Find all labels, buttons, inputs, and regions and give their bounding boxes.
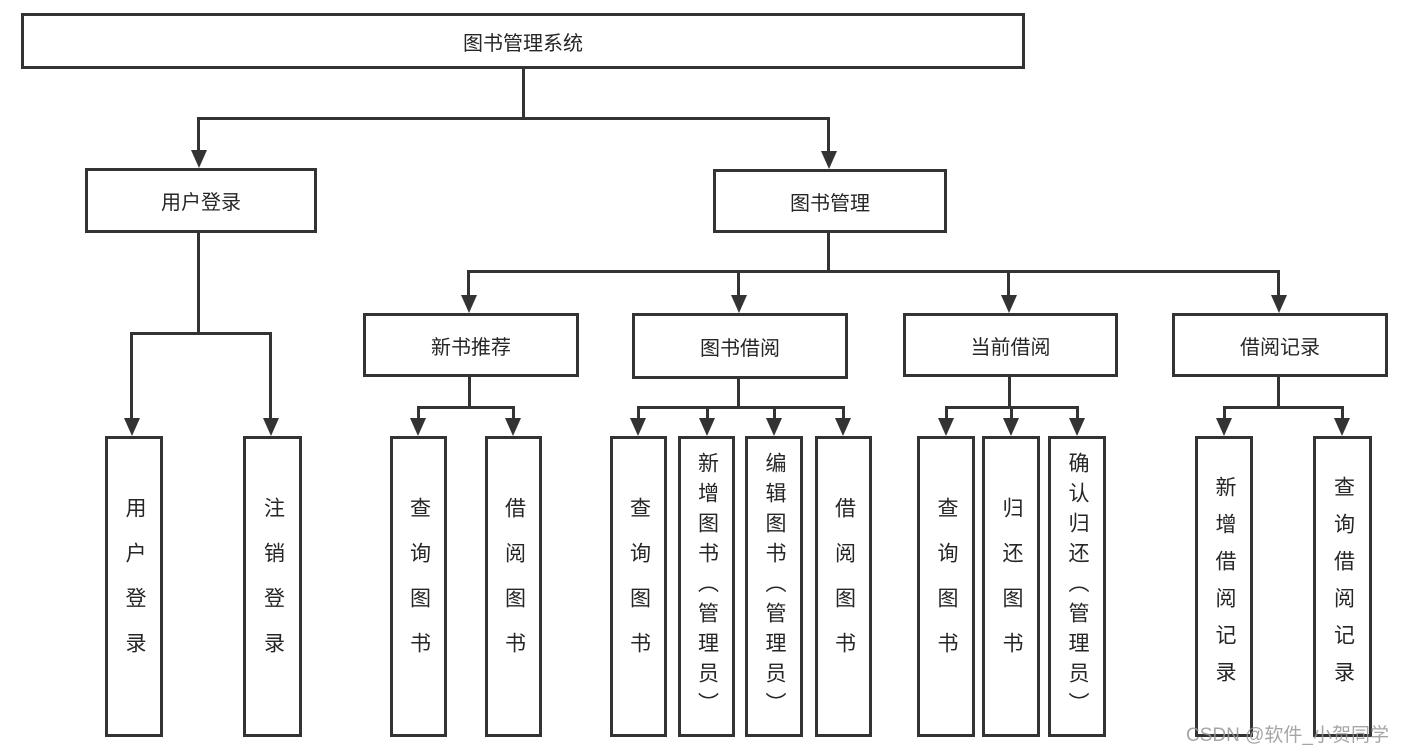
connector-line bbox=[1008, 377, 1011, 408]
arrow-down-icon bbox=[263, 418, 279, 436]
node-current-borrow: 当前借阅 bbox=[903, 313, 1118, 377]
connector-line bbox=[197, 117, 830, 120]
connector-line bbox=[417, 406, 420, 420]
connector-line bbox=[1223, 406, 1343, 409]
arrow-down-icon bbox=[699, 418, 715, 436]
node-new-book-recommend: 新书推荐 bbox=[363, 313, 579, 377]
leaf-confirm-return-admin: 确认归还（管理员） bbox=[1048, 436, 1106, 737]
leaf-add-borrow-record: 新增借阅记录 bbox=[1195, 436, 1253, 737]
connector-line bbox=[467, 270, 470, 297]
arrow-down-icon bbox=[1334, 418, 1350, 436]
arrow-down-icon bbox=[505, 418, 521, 436]
arrow-down-icon bbox=[821, 151, 837, 169]
connector-line bbox=[130, 332, 272, 335]
connector-line bbox=[1223, 406, 1226, 420]
connector-line bbox=[1277, 377, 1280, 408]
connector-line bbox=[827, 233, 830, 273]
arrow-down-icon bbox=[1069, 418, 1085, 436]
arrow-down-icon bbox=[410, 418, 426, 436]
leaf-borrow-books-1: 借阅图书 bbox=[485, 436, 542, 737]
connector-line bbox=[737, 270, 740, 297]
watermark: CSDN @软件_小贺同学 bbox=[1186, 725, 1389, 746]
connector-line bbox=[197, 232, 200, 335]
connector-line bbox=[1010, 406, 1013, 420]
connector-line bbox=[773, 406, 776, 420]
node-root: 图书管理系统 bbox=[21, 13, 1025, 69]
leaf-return-book: 归还图书 bbox=[982, 436, 1040, 737]
leaf-logout: 注销登录 bbox=[243, 436, 302, 737]
connector-line bbox=[1277, 270, 1280, 297]
arrow-down-icon bbox=[1271, 295, 1287, 313]
connector-line bbox=[417, 406, 515, 409]
arrow-down-icon bbox=[766, 418, 782, 436]
arrow-down-icon bbox=[938, 418, 954, 436]
connector-line bbox=[842, 406, 845, 420]
connector-line bbox=[1076, 406, 1079, 420]
arrow-down-icon bbox=[461, 295, 477, 313]
connector-line bbox=[512, 406, 515, 420]
connector-line bbox=[637, 406, 640, 420]
leaf-borrow-books-2: 借阅图书 bbox=[815, 436, 872, 737]
connector-line bbox=[269, 332, 272, 420]
node-user-login: 用户登录 bbox=[85, 168, 317, 233]
node-book-management: 图书管理 bbox=[713, 169, 947, 233]
leaf-add-book-admin: 新增图书（管理员） bbox=[678, 436, 735, 737]
connector-line bbox=[468, 377, 471, 408]
connector-line bbox=[827, 117, 830, 153]
arrow-down-icon bbox=[1216, 418, 1232, 436]
connector-line bbox=[130, 332, 133, 420]
connector-line bbox=[945, 406, 948, 420]
arrow-down-icon bbox=[630, 418, 646, 436]
arrow-down-icon bbox=[191, 150, 207, 168]
node-book-borrow: 图书借阅 bbox=[632, 313, 848, 379]
connector-line bbox=[467, 270, 1280, 273]
arrow-down-icon bbox=[835, 418, 851, 436]
leaf-user-login: 用户登录 bbox=[105, 436, 163, 737]
connector-line bbox=[706, 406, 709, 420]
connector-line bbox=[1007, 270, 1010, 297]
leaf-query-books-2: 查询图书 bbox=[610, 436, 667, 737]
arrow-down-icon bbox=[731, 295, 747, 313]
leaf-query-books-1: 查询图书 bbox=[390, 436, 447, 737]
node-borrow-records: 借阅记录 bbox=[1172, 313, 1388, 377]
arrow-down-icon bbox=[1003, 418, 1019, 436]
leaf-edit-book-admin: 编辑图书（管理员） bbox=[745, 436, 803, 737]
connector-line bbox=[637, 406, 845, 409]
connector-line bbox=[197, 117, 200, 152]
leaf-query-books-3: 查询图书 bbox=[917, 436, 975, 737]
arrow-down-icon bbox=[1001, 295, 1017, 313]
connector-line bbox=[737, 377, 740, 408]
leaf-query-borrow-record: 查询借阅记录 bbox=[1313, 436, 1372, 737]
connector-line bbox=[522, 68, 525, 119]
connector-line bbox=[1341, 406, 1344, 420]
arrow-down-icon bbox=[124, 418, 140, 436]
